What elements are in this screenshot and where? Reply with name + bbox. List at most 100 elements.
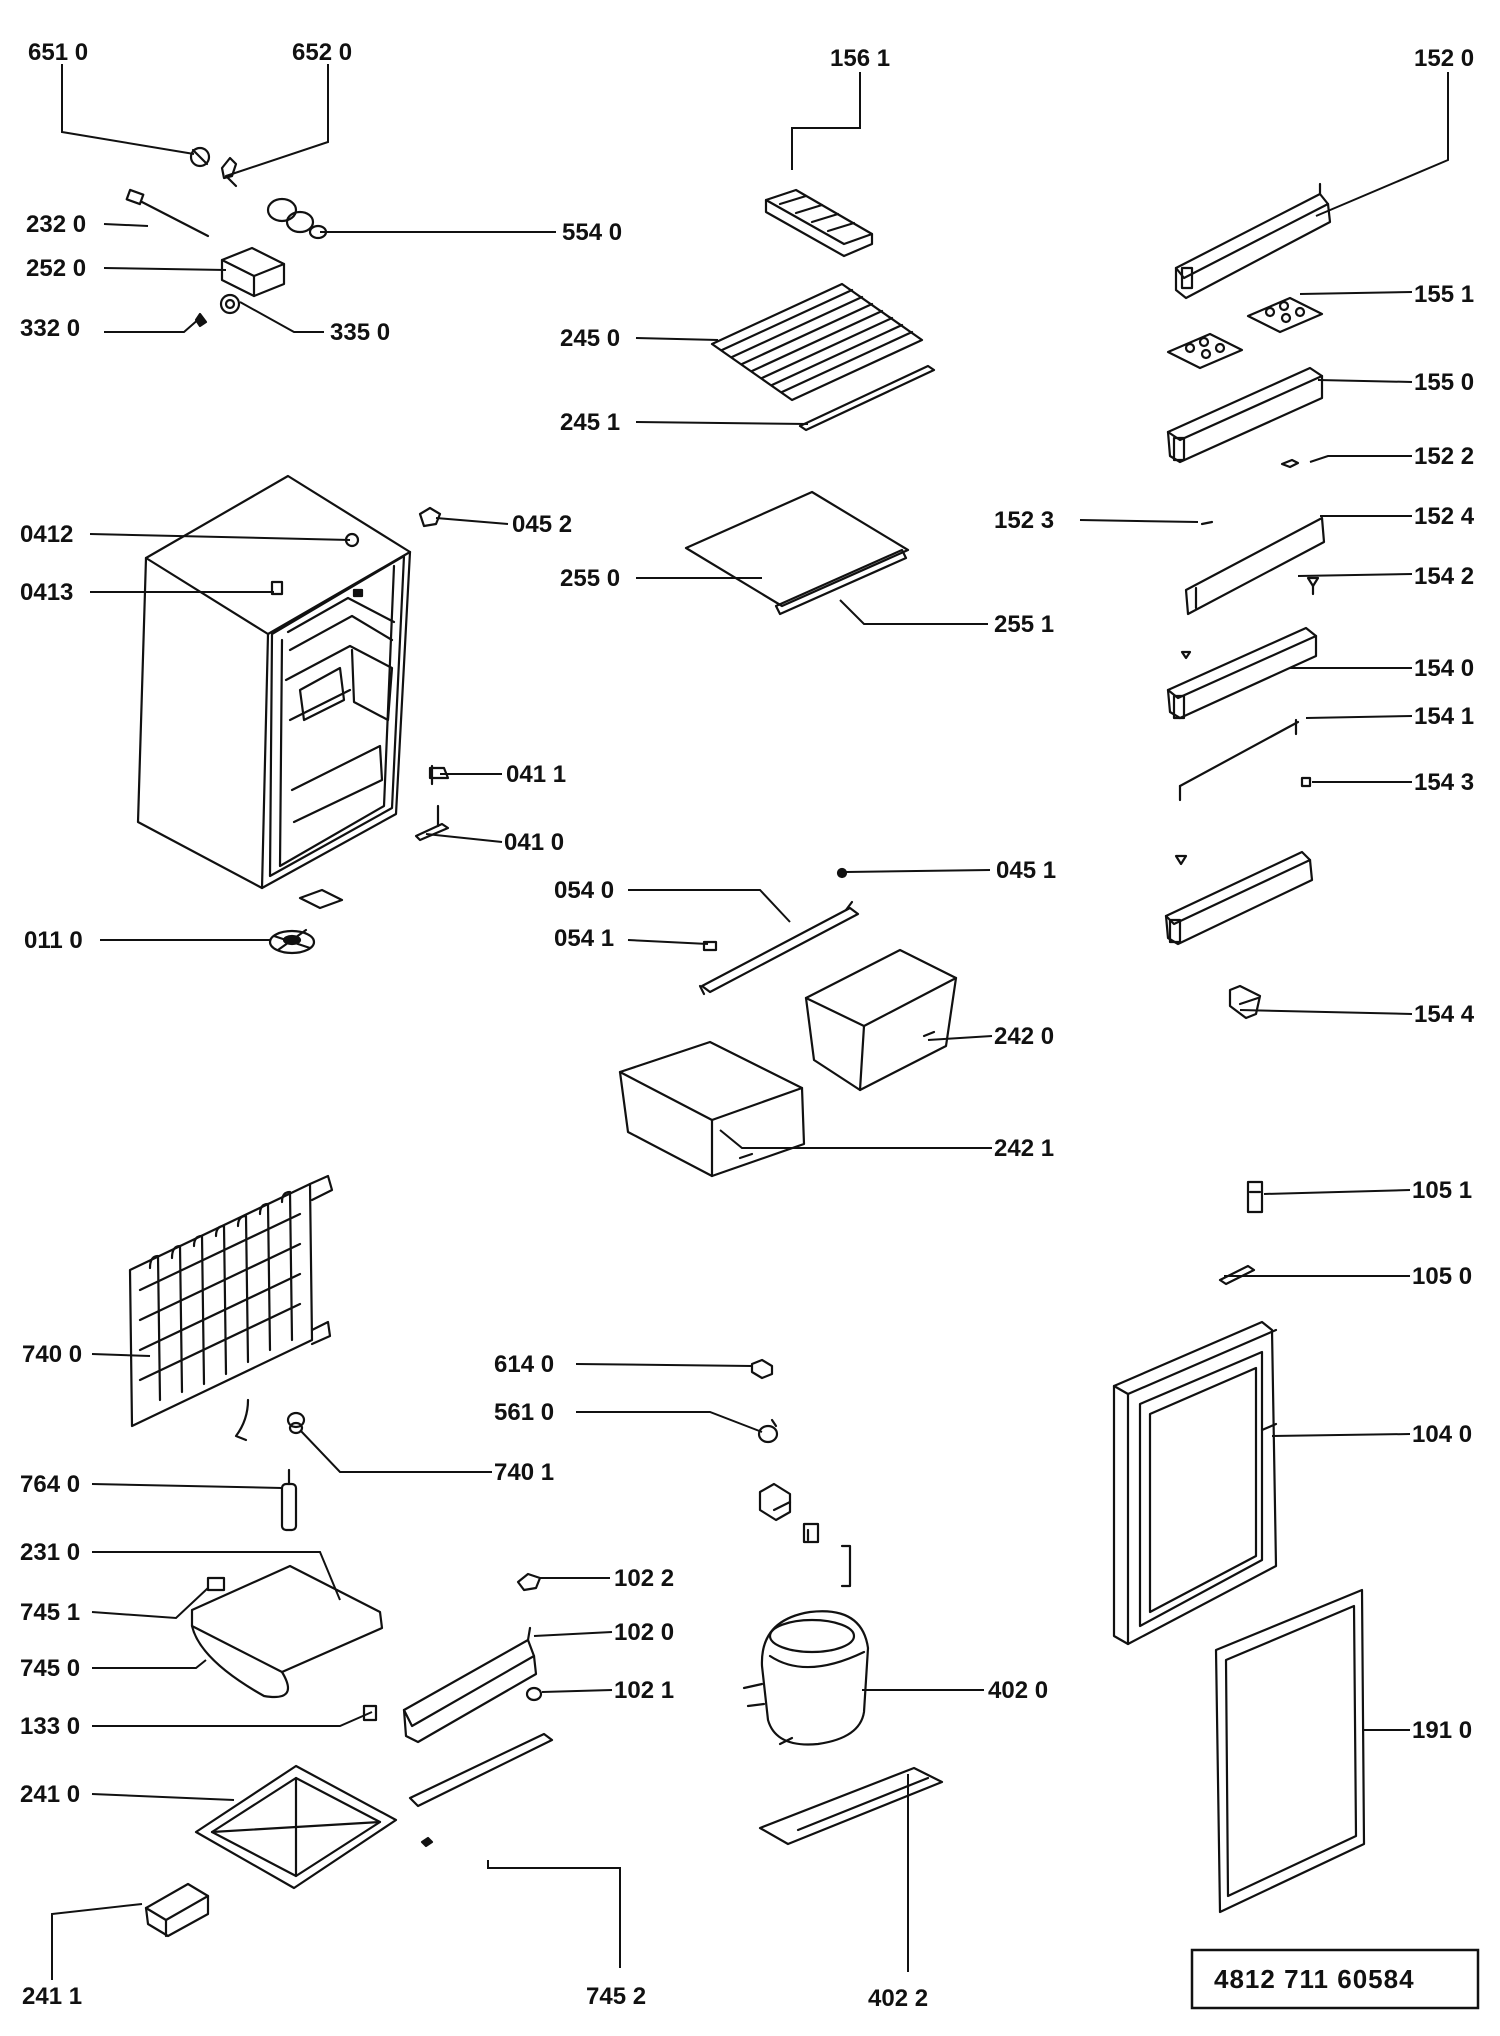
door-gasket-part (1214, 1588, 1366, 1914)
label-041-1: 041 1 (506, 761, 566, 788)
label-255-1: 255 1 (994, 611, 1054, 638)
label-231-0: 231 0 (20, 1539, 80, 1566)
document-number-box (1190, 1948, 1480, 2010)
label-241-0: 241 0 (20, 1781, 80, 1808)
label-152-3: 152 3 (994, 507, 1054, 534)
label-245-1: 245 1 (560, 409, 620, 436)
water-pan-part (194, 1764, 398, 1890)
screw-part (836, 867, 848, 879)
label-745-1: 745 1 (20, 1599, 80, 1626)
evaporation-tray-part (144, 1882, 210, 1938)
cabinet-part (136, 474, 412, 890)
egg-tray-second-part (1166, 332, 1244, 370)
door-hinge-cover-part (1246, 1180, 1264, 1214)
relay-clip-part (750, 1358, 774, 1380)
nut-part (206, 1576, 226, 1592)
bin-front-part (1184, 516, 1326, 616)
egg-tray-part (1246, 296, 1324, 334)
bottom-door-bin-part (1164, 850, 1314, 946)
label-764-0: 764 0 (20, 1471, 80, 1498)
label-054-0: 054 0 (554, 877, 614, 904)
leader-lines (51, 64, 1449, 1980)
wire-clip-part (840, 1544, 852, 1588)
label-232-0: 232 0 (26, 211, 86, 238)
part-labels: 651 0 652 0 232 0 554 0 252 0 332 0 335 … (20, 39, 1475, 2012)
compressor-rail-part (758, 1736, 944, 1846)
label-561-0: 561 0 (494, 1399, 554, 1426)
door-stop-part (1228, 984, 1262, 1020)
label-045-2: 045 2 (512, 511, 572, 538)
condenser-part (128, 1174, 334, 1442)
sensor-tube-part (125, 188, 210, 238)
label-402-0: 402 0 (988, 1677, 1048, 1704)
glass-shelf-part (684, 490, 910, 608)
thermostat-housing-part (220, 246, 286, 298)
label-054-1: 054 1 (554, 925, 614, 952)
grommet-part (286, 1411, 306, 1435)
second-door-bin-part (1166, 366, 1324, 464)
wire-shelf-part (710, 282, 924, 402)
small-bolt-part (1174, 854, 1188, 866)
bulb-part (219, 293, 241, 315)
rod-clip-part (1300, 776, 1312, 788)
door-hinge-pin-part (1218, 1264, 1256, 1286)
label-252-0: 252 0 (26, 255, 86, 282)
top-door-bin-part (1174, 182, 1332, 300)
label-191-0: 191 0 (1412, 1717, 1472, 1744)
rail-pin-part (1200, 520, 1214, 526)
label-0413: 0413 (20, 579, 73, 606)
label-041-0: 041 0 (504, 829, 564, 856)
grille-screw-part (525, 1686, 543, 1702)
hinge-part (414, 804, 450, 842)
label-154-3: 154 3 (1414, 769, 1474, 796)
label-154-2: 154 2 (1414, 563, 1474, 590)
label-745-2: 745 2 (586, 1983, 646, 2010)
label-740-1: 740 1 (494, 1459, 554, 1486)
large-crisper-part (618, 1040, 806, 1178)
label-241-1: 241 1 (22, 1983, 82, 2010)
knob-part (189, 146, 211, 168)
label-154-4: 154 4 (1414, 1001, 1475, 1028)
label-102-2: 102 2 (614, 1565, 674, 1592)
label-152-4: 152 4 (1414, 503, 1475, 530)
label-242-0: 242 0 (994, 1023, 1054, 1050)
label-154-1: 154 1 (1414, 703, 1474, 730)
label-155-0: 155 0 (1414, 369, 1474, 396)
small-screw-part (194, 312, 208, 328)
label-740-0: 740 0 (22, 1341, 82, 1368)
document-number: 4812 711 60584 (1214, 1964, 1415, 1994)
label-614-0: 614 0 (494, 1351, 554, 1378)
cover-bar-part (698, 900, 860, 996)
label-155-1: 155 1 (1414, 281, 1474, 308)
label-242-1: 242 1 (994, 1135, 1054, 1162)
label-651-0: 651 0 (28, 39, 88, 66)
third-door-bin-part (1166, 626, 1318, 720)
drip-tray-bracket-part (190, 1564, 384, 1699)
label-652-0: 652 0 (292, 39, 352, 66)
label-105-1: 105 1 (1412, 1177, 1472, 1204)
label-745-0: 745 0 (20, 1655, 80, 1682)
label-011-0: 011 0 (24, 927, 83, 954)
dryer-filter-part (280, 1468, 298, 1532)
compressor-part (742, 1610, 870, 1746)
label-335-0: 335 0 (330, 319, 390, 346)
wire-rod-part (1178, 718, 1300, 802)
hinge-bracket-part (428, 764, 450, 786)
lamp-socket-part (266, 197, 328, 240)
pan-clip-part (420, 1836, 434, 1848)
label-133-0: 133 0 (20, 1713, 80, 1740)
label-105-0: 105 0 (1412, 1263, 1472, 1290)
small-pin-part (1280, 458, 1300, 469)
grille-cap-part (516, 1572, 542, 1592)
label-554-0: 554 0 (562, 219, 622, 246)
label-255-0: 255 0 (560, 565, 620, 592)
label-152-0: 152 0 (1414, 45, 1474, 72)
bolt-small-part (1180, 650, 1192, 660)
cabinet-clip-part (418, 506, 442, 528)
label-0412: 0412 (20, 521, 73, 548)
shelf-trim-part (774, 548, 908, 616)
label-152-2: 152 2 (1414, 443, 1474, 470)
front-grille-part (402, 1626, 538, 1744)
